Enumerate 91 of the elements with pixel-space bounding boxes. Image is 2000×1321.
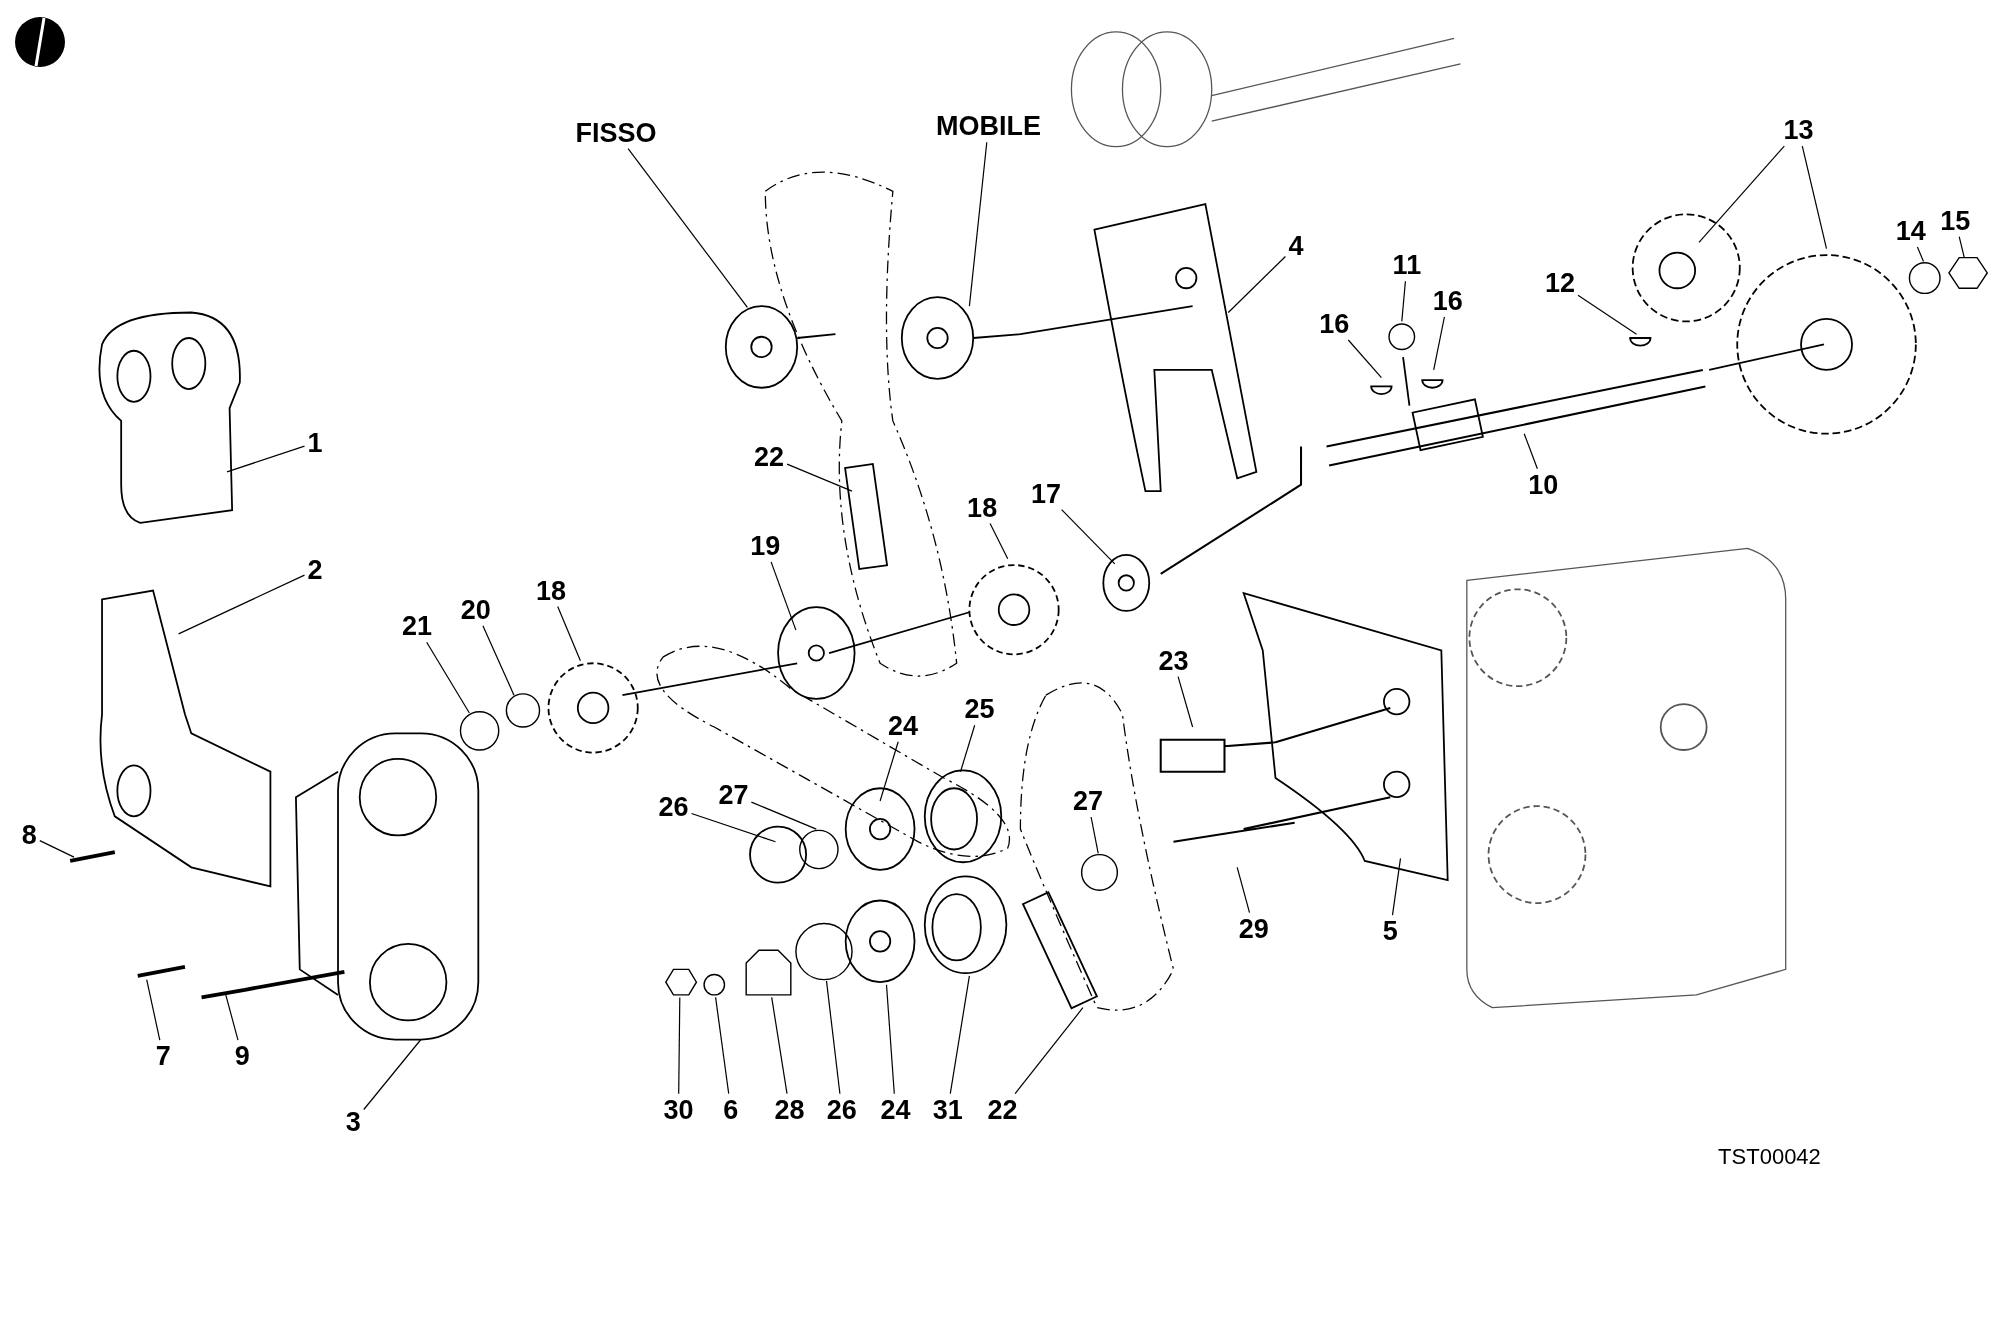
leader-line — [426, 641, 470, 714]
callout-number: 16 — [1432, 286, 1463, 316]
circlip — [1080, 853, 1119, 891]
callout-number: 18 — [967, 492, 998, 523]
callout-number: 26 — [658, 792, 689, 823]
callout-number: 21 — [402, 611, 433, 642]
leader-line — [1801, 145, 1828, 250]
callout-number: 15 — [1940, 205, 1971, 236]
leader-line — [825, 980, 841, 1095]
leader-line — [1347, 339, 1382, 379]
leader-line — [363, 1038, 422, 1111]
callout-number: 22 — [754, 441, 785, 472]
callout-number: 20 — [460, 594, 491, 625]
leader-line — [1227, 255, 1286, 314]
leader-line — [1401, 280, 1406, 322]
leader-line — [1391, 857, 1402, 916]
callout-number: 17 — [1030, 478, 1061, 509]
callout-number: 2 — [307, 555, 323, 586]
callout-number: 31 — [932, 1094, 963, 1125]
callout-number: 23 — [1158, 645, 1189, 676]
leader-line — [771, 996, 788, 1095]
leader-line — [786, 463, 853, 492]
leader-line — [678, 996, 681, 1095]
leader-line — [482, 625, 515, 696]
leader-line — [1061, 509, 1116, 565]
callout-number: 30 — [663, 1094, 694, 1125]
callout-number: 29 — [1238, 913, 1269, 944]
leader-line — [1698, 145, 1785, 243]
circlip — [1388, 323, 1416, 351]
leader-line — [1577, 294, 1638, 335]
callout-number: 9 — [234, 1041, 250, 1072]
callout-number: 24 — [888, 710, 919, 741]
leader-line — [1177, 676, 1194, 728]
callout-number: 26 — [826, 1094, 857, 1125]
leader-line — [949, 975, 970, 1095]
nut — [1948, 256, 1989, 289]
leader-line — [225, 994, 239, 1041]
leader-line — [146, 979, 161, 1041]
leader-line — [879, 741, 899, 802]
leader-line — [885, 984, 895, 1095]
leader-line — [690, 812, 777, 843]
leader-line — [627, 148, 748, 308]
leader-line — [1523, 433, 1538, 470]
callout-number: 7 — [155, 1041, 171, 1072]
callout-number: MOBILE — [936, 111, 1041, 142]
leader-line — [715, 996, 730, 1095]
leader-line — [770, 561, 797, 631]
leader-line — [1433, 316, 1445, 371]
circlip — [799, 829, 839, 870]
leader-line — [959, 724, 976, 773]
callout-number: 1 — [307, 427, 323, 458]
callout-number: 24 — [880, 1094, 911, 1125]
circlip — [703, 973, 726, 996]
callout-number: 10 — [1528, 469, 1559, 500]
washer — [505, 693, 541, 728]
callout-number: 13 — [1783, 115, 1814, 146]
callout-number: 27 — [1073, 786, 1103, 816]
callout-number: 25 — [964, 694, 995, 725]
callout-number: 5 — [1382, 916, 1398, 947]
leader-line — [1014, 1007, 1084, 1095]
callout-number: 11 — [1392, 250, 1422, 281]
callout-number: 18 — [536, 575, 567, 606]
ring-nut — [459, 711, 500, 751]
leader-line — [39, 840, 75, 858]
leader-line — [226, 445, 306, 473]
leader-line — [557, 605, 581, 662]
callout-number: 19 — [750, 530, 781, 561]
callout-number: 4 — [1288, 231, 1304, 262]
leader-line — [1958, 236, 1965, 259]
leader-line — [1090, 816, 1099, 854]
figure-code: TST00042 — [1718, 1144, 1821, 1171]
leader-line — [1916, 246, 1925, 263]
leader-line — [750, 801, 817, 830]
callout-number: 3 — [345, 1107, 361, 1138]
circlip — [795, 922, 853, 981]
callout-number: 14 — [1895, 215, 1926, 246]
callout-number: 22 — [987, 1094, 1018, 1125]
callout-number: 28 — [774, 1094, 805, 1125]
leader-line — [1236, 866, 1251, 914]
washer — [1908, 262, 1941, 295]
callout-number: 16 — [1319, 308, 1350, 339]
callout-number: FISSO — [575, 117, 657, 148]
leader-line — [989, 523, 1009, 560]
callout-number: 12 — [1544, 268, 1575, 299]
nut — [665, 968, 698, 996]
bushing — [745, 949, 792, 996]
callout-number: 6 — [723, 1094, 739, 1125]
callout-number: 27 — [718, 779, 749, 810]
callout-number: 8 — [21, 820, 37, 851]
leader-line — [178, 574, 306, 635]
leader-line — [968, 141, 988, 307]
